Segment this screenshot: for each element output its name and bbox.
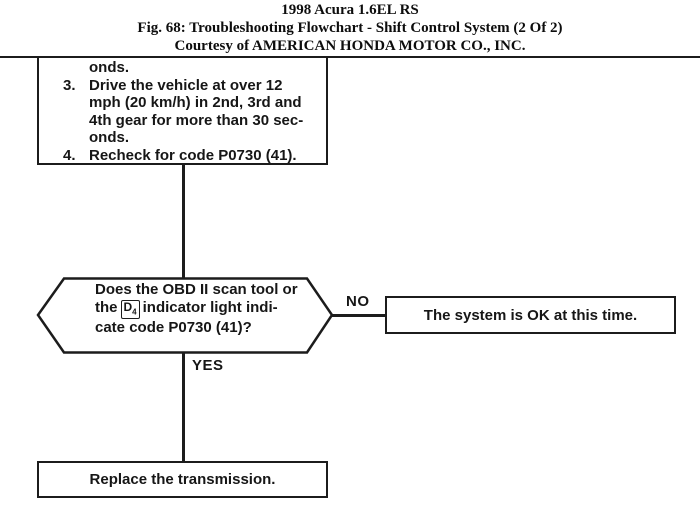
step-line: 4th gear for more than 30 sec-	[89, 111, 304, 129]
step-number: 3.	[63, 76, 76, 94]
step-box: onds. 3. Drive the vehicle at over 12 mp…	[37, 58, 328, 165]
step-line: onds.	[89, 129, 129, 146]
vehicle-title: 1998 Acura 1.6EL RS	[281, 2, 419, 18]
connector-yes-branch	[182, 352, 185, 462]
figure-top-rule	[0, 56, 700, 58]
d4-indicator-icon: D4	[120, 300, 140, 320]
yes-branch-label: YES	[192, 357, 224, 374]
connector-no-branch	[331, 314, 386, 317]
page-header: 1998 Acura 1.6EL RS Fig. 68: Troubleshoo…	[0, 1, 700, 55]
figure-title: Fig. 68: Troubleshooting Flowchart - Shi…	[137, 20, 563, 36]
replace-transmission-box: Replace the transmission.	[37, 461, 328, 498]
step-number: 4.	[63, 146, 76, 164]
step-line: 4. Recheck for code P0730 (41).	[63, 146, 297, 164]
step-line: onds.	[89, 59, 129, 76]
no-branch-label: NO	[346, 293, 370, 310]
step-line: 3. Drive the vehicle at over 12	[63, 76, 283, 94]
decision-line3: cate code P0730 (41)?	[95, 319, 252, 337]
step-line: mph (20 km/h) in 2nd, 3rd and	[89, 94, 302, 111]
system-ok-box: The system is OK at this time.	[385, 296, 676, 334]
connector-step-to-decision	[182, 165, 185, 278]
decision-line1: Does the OBD II scan tool or	[95, 281, 298, 298]
courtesy-line: Courtesy of AMERICAN HONDA MOTOR CO., IN…	[174, 38, 526, 54]
